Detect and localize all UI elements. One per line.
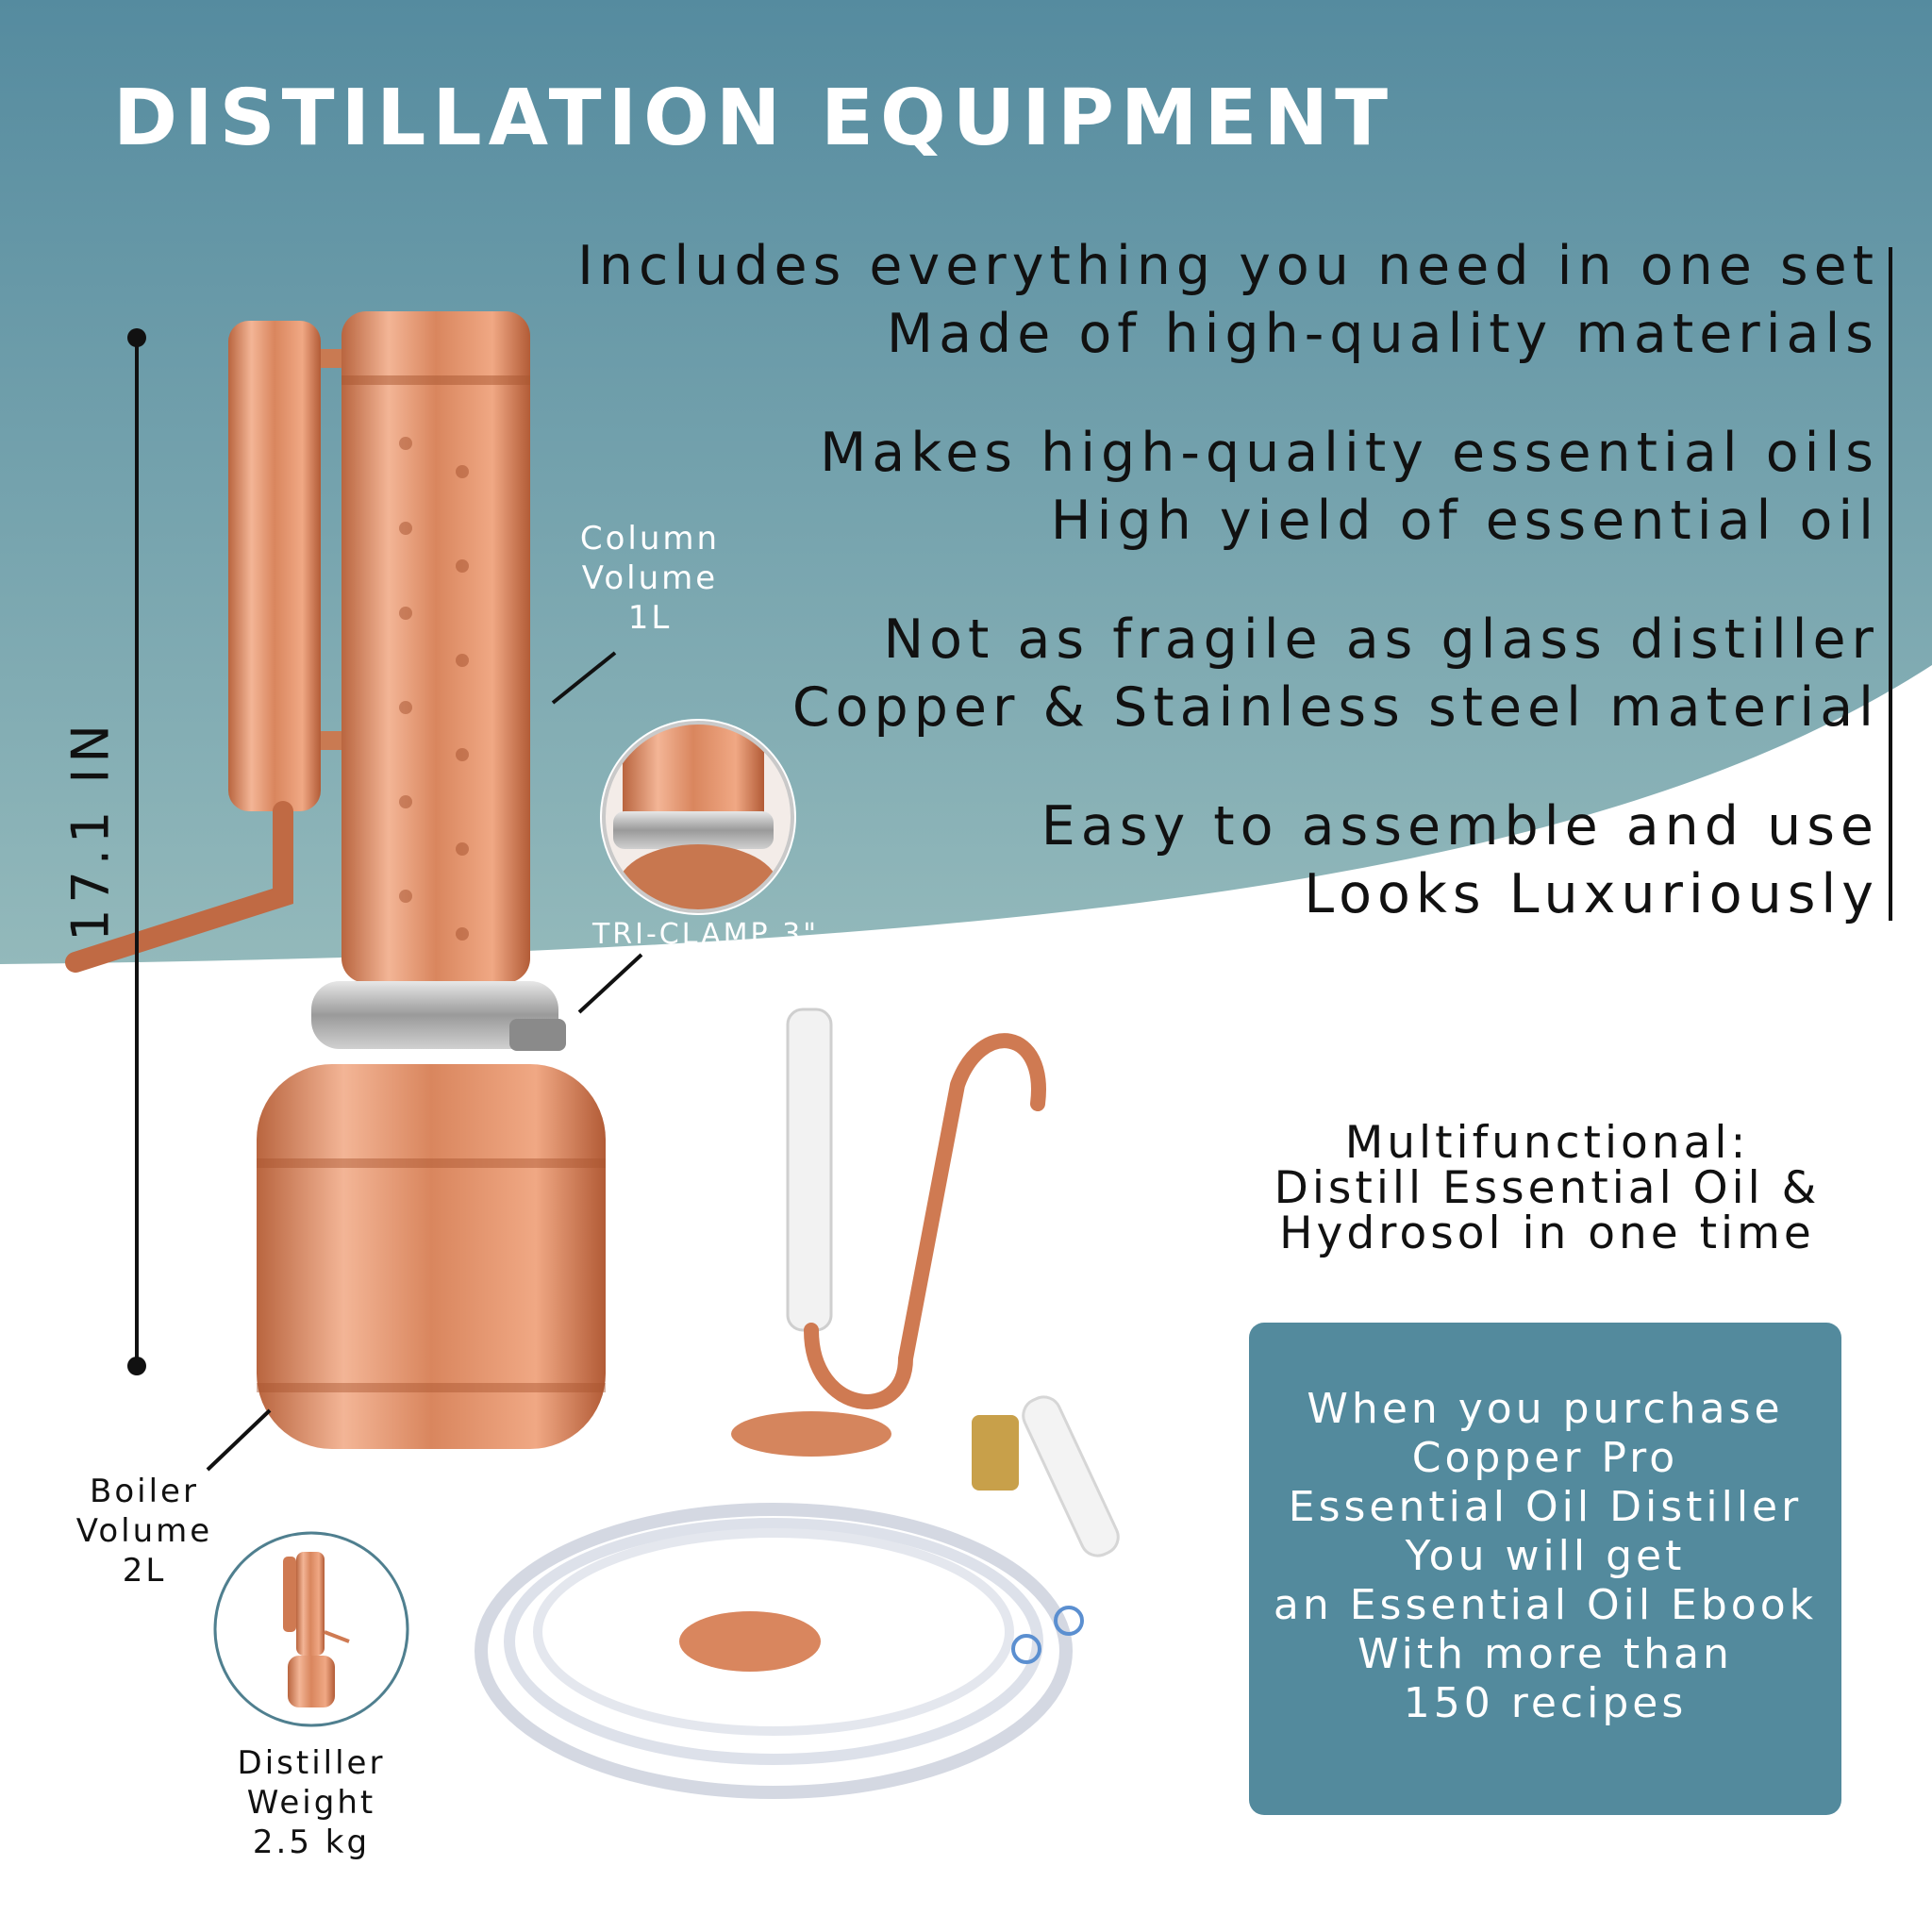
feature-item: Copper & Stainless steel material <box>791 676 1879 739</box>
dimension-endpoint-top <box>127 328 146 347</box>
label-line: Boiler <box>90 1473 199 1510</box>
dimension-endpoint-bottom <box>127 1357 146 1375</box>
note-line: Hydrosol in one time <box>1279 1208 1815 1259</box>
promo-line: an Essential Oil Ebook <box>1273 1581 1818 1629</box>
height-label: 17.1 IN <box>60 719 121 941</box>
label-line: Column <box>579 520 721 558</box>
boiler-pointer-line <box>206 1408 272 1472</box>
clamp-pointer-line <box>577 953 643 1014</box>
page-title: DISTILLATION EQUIPMENT <box>113 74 1395 163</box>
distiller-thumbnail-image <box>213 1531 409 1727</box>
boiler-volume-label: Boiler Volume 2L <box>58 1472 230 1591</box>
feature-item: Not as fragile as glass distiller <box>883 608 1879 671</box>
promo-line: With more than <box>1357 1630 1733 1678</box>
note-line: Distill Essential Oil & <box>1274 1162 1821 1214</box>
column-volume-label: Column Volume 1L <box>551 519 749 638</box>
promo-line: Essential Oil Distiller <box>1288 1483 1803 1531</box>
feature-item: Easy to assemble and use <box>1041 795 1879 858</box>
label-line: 2L <box>122 1552 167 1590</box>
label-line: Distiller <box>237 1744 386 1782</box>
note-line: Multifunctional: <box>1344 1117 1750 1169</box>
label-line: Weight <box>246 1784 376 1822</box>
accessories-illustration <box>475 1008 1120 1799</box>
feature-list-group-1: Includes everything you need in one set … <box>577 232 1879 368</box>
feature-item: Looks Luxuriously <box>1304 863 1879 925</box>
feature-list-group-4: Easy to assemble and use Looks Luxurious… <box>1041 792 1879 928</box>
label-line: 2.5 kg <box>252 1824 371 1861</box>
distiller-illustration <box>65 311 606 1449</box>
promo-line: When you purchase <box>1307 1385 1784 1433</box>
multifunctional-note: Multifunctional: Distill Essential Oil &… <box>1217 1121 1877 1257</box>
feature-item: Makes high-quality essential oils <box>820 422 1879 484</box>
promo-line: Copper Pro <box>1411 1434 1679 1482</box>
promo-text: When you purchase Copper Pro Essential O… <box>1249 1385 1841 1728</box>
tri-clamp-label: TRI-CLAMP 3" <box>591 918 820 951</box>
distiller-weight-label: Distiller Weight 2.5 kg <box>213 1743 409 1862</box>
feature-item: High yield of essential oil <box>1050 490 1879 552</box>
height-dimension-line <box>135 338 139 1366</box>
label-line: Volume <box>581 559 719 597</box>
feature-divider-bar <box>1889 247 1892 921</box>
promo-line: 150 recipes <box>1403 1679 1688 1727</box>
label-line: 1L <box>627 599 673 637</box>
column-pointer-line <box>551 651 617 705</box>
feature-item: Includes everything you need in one set <box>577 235 1879 297</box>
feature-item: Made of high-quality materials <box>886 303 1879 365</box>
ebook-promo-box: When you purchase Copper Pro Essential O… <box>1249 1323 1841 1815</box>
tri-clamp-detail-image <box>600 719 796 915</box>
feature-list-group-3: Not as fragile as glass distiller Copper… <box>792 606 1879 741</box>
feature-list-group-2: Makes high-quality essential oils High y… <box>820 419 1879 555</box>
label-line: Volume <box>75 1512 213 1550</box>
promo-line: You will get <box>1405 1532 1686 1580</box>
